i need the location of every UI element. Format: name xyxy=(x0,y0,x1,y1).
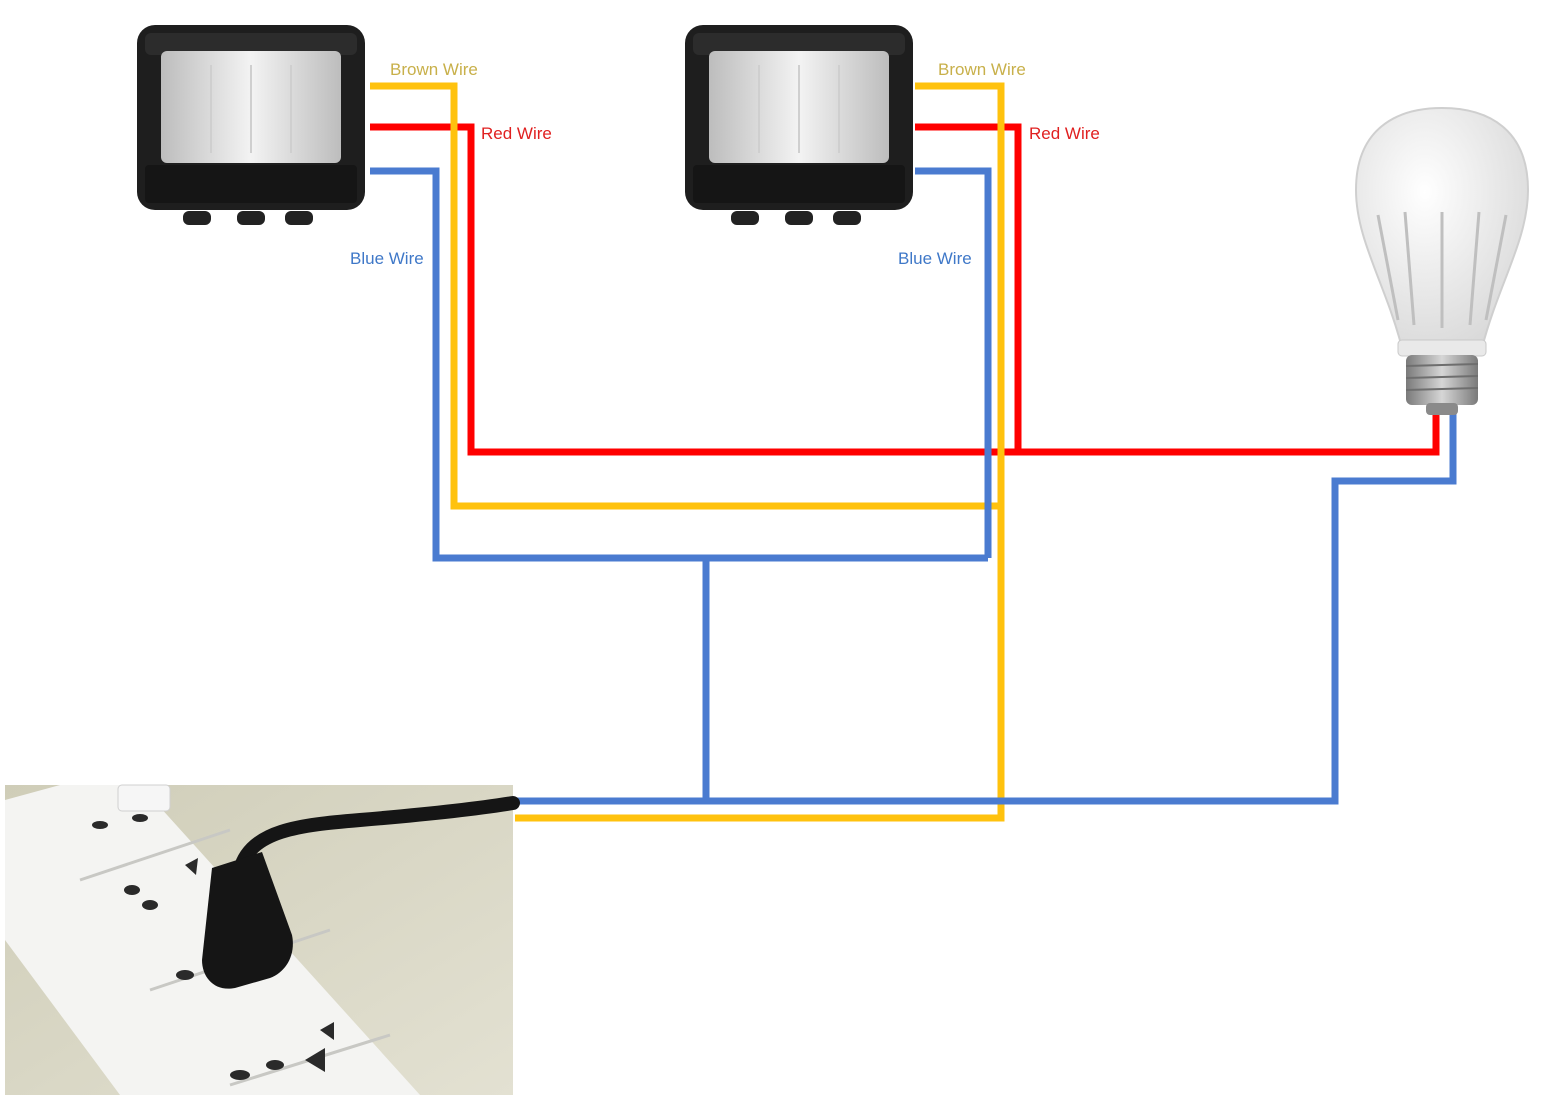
red-wire-sensor-1 xyxy=(370,123,1440,456)
power-strip-with-plug xyxy=(5,784,520,1095)
sensor-bottom-band xyxy=(693,165,905,203)
light-bulb xyxy=(1354,106,1530,415)
brown-wire-label-1: Brown Wire xyxy=(390,60,478,79)
sensor-lens-ridges xyxy=(190,65,312,153)
black-plug xyxy=(202,852,293,989)
sensor-knob xyxy=(285,211,313,225)
white-plug xyxy=(117,784,171,812)
wires xyxy=(370,82,1457,822)
red-wire-label-2: Red Wire xyxy=(1029,124,1100,143)
wire-labels: Brown Wire Red Wire Blue Wire Brown Wire… xyxy=(350,60,1100,268)
sensor-knob xyxy=(785,211,813,225)
sensor-knob xyxy=(731,211,759,225)
bulb-fins xyxy=(1376,211,1508,328)
bulb-base xyxy=(1406,355,1478,405)
sensor-top-band xyxy=(693,33,905,55)
blue-wire-label-1: Blue Wire xyxy=(350,249,424,268)
sensor-bottom-band xyxy=(145,165,357,203)
blue-wire-sensor-2 xyxy=(915,167,992,558)
brown-wire-sensor-2 xyxy=(515,82,1005,822)
bulb-collar xyxy=(1397,339,1487,357)
red-wire-sensor-2 xyxy=(915,123,1022,452)
sensor-lens-ridges xyxy=(738,65,860,153)
sensor-top-band xyxy=(145,33,357,55)
plug-cable xyxy=(233,796,520,877)
sensor-knob xyxy=(833,211,861,225)
blue-wire-sensor-1 xyxy=(370,167,988,562)
motion-sensor-2 xyxy=(685,25,913,225)
red-wire-label-1: Red Wire xyxy=(481,124,552,143)
brown-wire-sensor-1 xyxy=(370,82,1001,510)
sensor-knob xyxy=(183,211,211,225)
bulb-tip xyxy=(1426,403,1458,415)
blue-wire-main xyxy=(515,413,1457,805)
bulb-threads xyxy=(1405,363,1479,391)
motion-sensor-1 xyxy=(137,25,365,225)
brown-wire-label-2: Brown Wire xyxy=(938,60,1026,79)
blue-wire-label-2: Blue Wire xyxy=(898,249,972,268)
sensor-knob xyxy=(237,211,265,225)
